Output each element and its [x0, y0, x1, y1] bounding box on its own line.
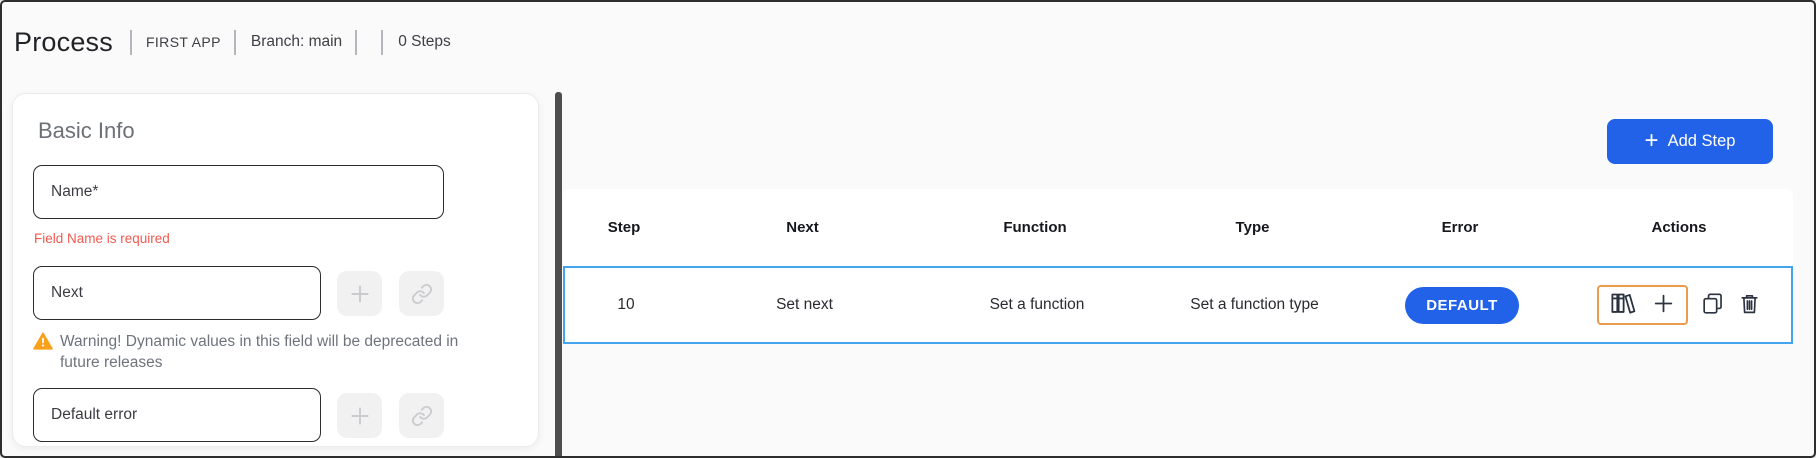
steps-table: Step Next Function Type Error Actions 10…	[563, 189, 1793, 344]
add-step-label: Add Step	[1667, 132, 1736, 150]
delete-step-button[interactable]	[1737, 291, 1762, 319]
table-row-selected[interactable]: 10 Set next Set a function Set a functio…	[563, 266, 1793, 344]
trash-icon	[1737, 291, 1762, 319]
name-required-error: Field Name is required	[34, 231, 170, 246]
warning-text: Warning! Dynamic values in this field wi…	[60, 333, 459, 371]
header-divider	[233, 29, 236, 55]
panel-resize-divider[interactable]	[555, 92, 562, 456]
library-icon	[1609, 290, 1636, 320]
add-substep-button[interactable]	[1651, 291, 1676, 319]
column-header-error: Error	[1441, 219, 1479, 236]
library-button[interactable]	[1609, 290, 1636, 320]
link-icon	[411, 283, 433, 305]
next-input[interactable]: Next	[33, 266, 321, 320]
cell-type: Set a function type	[1190, 296, 1319, 313]
highlighted-action-group	[1596, 285, 1688, 325]
table-header-row: Step Next Function Type Error Actions	[563, 189, 1793, 266]
plus-icon: +	[1644, 126, 1659, 154]
plus-icon	[347, 281, 373, 307]
column-header-actions: Actions	[1651, 219, 1707, 236]
deprecation-warning: Warning! Dynamic values in this field wi…	[33, 331, 488, 373]
app-name-label: FIRST APP	[145, 34, 221, 50]
page-header: Process FIRST APP Branch: main 0 Steps	[14, 22, 451, 62]
column-header-type: Type	[1235, 219, 1270, 236]
header-divider	[129, 29, 132, 55]
link-icon	[411, 405, 433, 427]
header-divider	[355, 29, 358, 55]
cell-next: Set next	[776, 296, 833, 313]
basic-info-panel: Basic Info Name* Field Name is required …	[12, 93, 539, 447]
add-step-button[interactable]: + Add Step	[1607, 119, 1773, 164]
header-divider	[381, 29, 384, 55]
branch-label: Branch: main	[250, 33, 343, 50]
warning-triangle-icon	[33, 332, 53, 373]
page-title: Process	[14, 26, 113, 57]
default-error-link-button[interactable]	[399, 393, 444, 438]
copy-icon	[1700, 291, 1725, 319]
plus-icon	[347, 403, 373, 429]
steps-count-label: 0 Steps	[398, 33, 451, 50]
basic-info-title: Basic Info	[38, 118, 135, 143]
next-add-button[interactable]	[337, 271, 382, 316]
cell-error: DEFAULT	[1357, 286, 1567, 324]
next-input-label: Next	[51, 284, 83, 301]
column-header-function: Function	[1003, 219, 1067, 236]
plus-icon	[1651, 291, 1676, 319]
name-input-label: Name*	[51, 183, 99, 200]
name-input[interactable]: Name*	[33, 165, 444, 219]
cell-step: 10	[617, 296, 635, 313]
next-link-button[interactable]	[399, 271, 444, 316]
cell-function: Set a function	[989, 296, 1085, 313]
cell-actions	[1567, 285, 1791, 325]
copy-step-button[interactable]	[1700, 291, 1725, 319]
default-error-input-label: Default error	[51, 406, 138, 423]
default-error-add-button[interactable]	[337, 393, 382, 438]
default-error-input[interactable]: Default error	[33, 388, 321, 442]
column-header-next: Next	[786, 219, 819, 236]
column-header-step: Step	[607, 219, 641, 236]
default-error-badge[interactable]: DEFAULT	[1405, 286, 1519, 324]
